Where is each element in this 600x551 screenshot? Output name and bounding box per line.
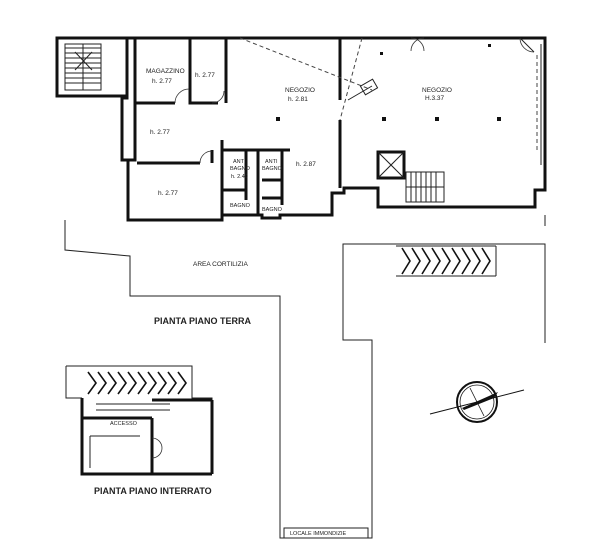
ground-floor-title: PIANTA PIANO TERRA (154, 316, 252, 326)
room-label-store-1: NEGOZIO (285, 87, 315, 94)
basement-title: PIANTA PIANO INTERRATO (94, 486, 212, 496)
room-label-bagno-1: BAGNO (230, 203, 251, 209)
stair-block-left (55, 36, 129, 98)
room-height-left-room: h. 2.77 (150, 129, 170, 136)
room-height-store-2: H.3.37 (425, 95, 445, 102)
stair-block-right (376, 150, 445, 203)
room-height-back-room: h. 2.77 (195, 72, 215, 79)
ground-floor-building (55, 36, 547, 222)
room-label-magazzino: MAGAZZINO (146, 68, 185, 75)
room-label-anti-bagno-2-a: ANTI (265, 159, 278, 165)
courtyard-label: AREA CORTILIZIA (193, 261, 248, 268)
room-label-store-2: NEGOZIO (422, 87, 452, 94)
hatch-ramp-right (396, 245, 497, 277)
waste-room (283, 527, 369, 539)
north-arrow-icon (429, 381, 525, 423)
room-label-anti-bagno-1-b: BAGNO (230, 166, 251, 172)
room-height-corridor: h. 2.87 (296, 161, 316, 168)
room-height-store-1: h. 2.81 (288, 96, 308, 103)
room-label-anti-bagno-2-b: BAGNO (262, 166, 283, 172)
room-height-magazzino: h. 2.77 (152, 78, 172, 85)
basement-access-label: ACCESSO (110, 421, 138, 427)
room-height-anti-bagno-1: h. 2.40 (231, 174, 248, 180)
basement-plan (65, 365, 214, 476)
room-label-anti-bagno-1-a: ANTI (233, 159, 246, 165)
room-label-bagno-2: BAGNO (262, 207, 283, 213)
room-height-low-room: h. 2.77 (158, 190, 178, 197)
waste-room-label: LOCALE IMMONDIZIE (290, 531, 347, 537)
